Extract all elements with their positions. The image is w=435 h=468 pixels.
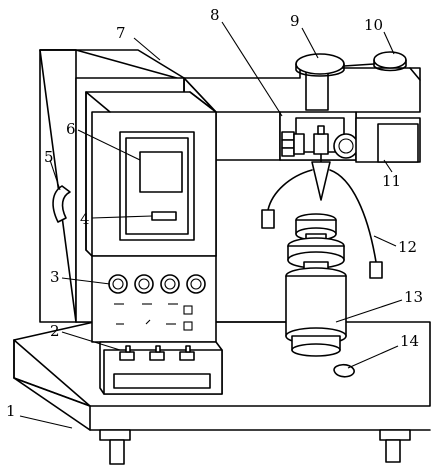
callout-labels: 1 2 3 4 5 6 7 8 9 10 11 12 13 14: [6, 6, 423, 420]
label-1: 1: [6, 402, 16, 420]
top-knob-9: [295, 53, 345, 111]
label-12: 12: [398, 238, 417, 256]
label-7: 7: [116, 24, 126, 42]
label-3: 3: [50, 268, 60, 286]
cable: [329, 169, 383, 279]
label-2: 2: [50, 322, 60, 340]
label-5: 5: [44, 148, 54, 166]
label-8: 8: [210, 6, 220, 24]
leader-lines: [19, 21, 403, 429]
control-cabinet: [85, 91, 223, 395]
base-feet: [99, 429, 411, 465]
turret-head: [279, 111, 421, 201]
top-knob-10: [343, 51, 407, 72]
label-6: 6: [66, 120, 76, 138]
label-14: 14: [400, 332, 419, 350]
anvil-stand: [285, 213, 347, 357]
side-handle: [52, 185, 71, 223]
label-9: 9: [290, 12, 300, 30]
left-pendant: [261, 169, 313, 229]
label-11: 11: [382, 172, 401, 190]
label-4: 4: [80, 210, 90, 228]
label-13: 13: [404, 288, 423, 306]
label-10: 10: [364, 16, 383, 34]
